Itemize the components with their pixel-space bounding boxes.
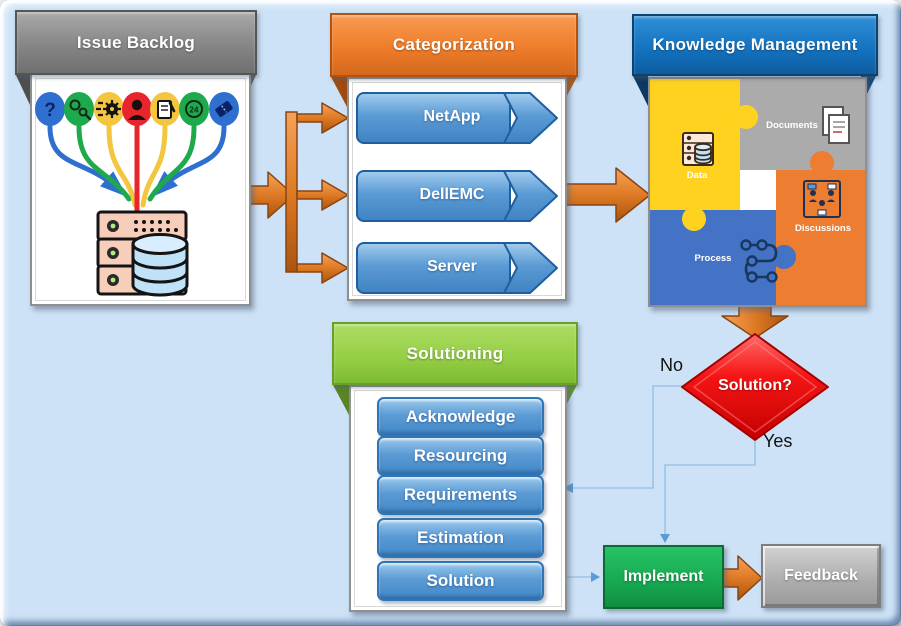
branch-bar	[285, 111, 298, 273]
support-24h-icon: 24	[179, 92, 209, 126]
puzzle-knob-yellow-down	[682, 207, 706, 231]
step-resourcing: Resourcing	[377, 436, 544, 476]
solution-arrowhead	[591, 572, 600, 582]
puzzle-knob-yellow-right	[734, 105, 758, 129]
issue-backlog-title: Issue Backlog	[76, 32, 196, 52]
category-dellemc: DellEMC	[354, 168, 560, 224]
step-resourcing-label: Resourcing	[413, 446, 508, 465]
feedback-node: Feedback	[761, 544, 881, 608]
knowledge-management-banner: Knowledge Management	[632, 14, 878, 76]
ticket-icon	[209, 92, 239, 126]
arrow-branch-netapp	[296, 102, 349, 134]
implement-node: Implement	[603, 545, 724, 609]
knowledge-management-title: Knowledge Management	[652, 35, 858, 54]
solutioning-box: Acknowledge Resourcing Requirements Esti…	[349, 385, 567, 612]
puzzle-knob-orange-up	[810, 151, 834, 175]
note-edit-icon	[150, 92, 180, 126]
piece-documents-label: Documents	[766, 120, 818, 131]
arrow-branch-server	[296, 252, 349, 284]
fast-gear-icon	[94, 92, 124, 126]
documents-icon	[822, 106, 850, 144]
category-server-label: Server	[427, 258, 477, 275]
decision-diamond	[681, 333, 829, 441]
step-acknowledge-label: Acknowledge	[405, 407, 516, 426]
puzzle-piece-discussions	[776, 170, 865, 305]
implement-label: Implement	[623, 568, 704, 585]
piece-discussions-label: Discussions	[795, 223, 851, 234]
step-estimation: Estimation	[377, 518, 544, 558]
categorization-banner: Categorization	[330, 13, 578, 77]
category-netapp: NetApp	[354, 90, 560, 146]
svg-text:24: 24	[190, 106, 199, 115]
server-database-icon	[96, 210, 189, 297]
issue-backlog-box: ?	[30, 73, 251, 306]
connector-no-path	[572, 385, 687, 489]
step-estimation-label: Estimation	[417, 528, 504, 547]
categorization-title: Categorization	[392, 35, 516, 54]
arrow-categorization-to-km	[564, 167, 651, 223]
piece-data-label: Data	[686, 170, 708, 181]
support-agent-icon	[122, 92, 152, 126]
piece-process-label: Process	[694, 253, 732, 264]
discussions-icon	[803, 180, 841, 218]
step-requirements-label: Requirements	[403, 485, 518, 504]
knowledge-management-box: Data Documents Process Discussions	[648, 77, 867, 307]
data-server-icon	[682, 132, 714, 166]
solutioning-banner: Solutioning	[332, 322, 578, 385]
search-gears-icon	[64, 92, 94, 126]
step-solution: Solution	[377, 561, 544, 601]
arrow-implement-to-feedback	[721, 555, 763, 601]
process-flow-icon	[740, 239, 778, 283]
decision-label: Solution?	[718, 377, 792, 394]
step-acknowledge: Acknowledge	[377, 397, 544, 437]
categorization-box: NetApp DellEMC Server	[347, 77, 567, 301]
step-solution-label: Solution	[426, 571, 495, 590]
connector-yes-path	[664, 438, 756, 535]
category-server: Server	[354, 240, 560, 296]
step-requirements: Requirements	[377, 475, 544, 515]
issue-backlog-banner: Issue Backlog	[15, 10, 257, 75]
svg-text:?: ?	[44, 100, 56, 121]
feedback-label: Feedback	[784, 567, 858, 584]
solutioning-title: Solutioning	[406, 343, 504, 363]
question-icon: ?	[35, 92, 65, 126]
category-netapp-label: NetApp	[423, 108, 481, 125]
category-dellemc-label: DellEMC	[419, 186, 485, 203]
no-arrowhead	[563, 483, 573, 493]
decision-no-label: No	[660, 355, 684, 375]
yes-arrowhead	[660, 534, 670, 543]
arrow-branch-dellemc	[296, 179, 349, 211]
issue-sources-illustration: ?	[35, 92, 239, 297]
decision-yes-label: Yes	[763, 431, 793, 451]
